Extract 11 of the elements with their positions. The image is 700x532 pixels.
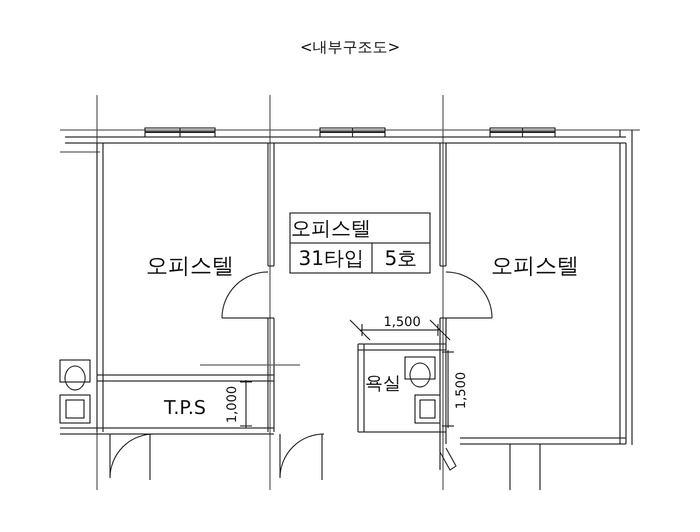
room-label: 욕실 xyxy=(365,375,401,393)
room-label: 오피스텔 xyxy=(146,256,234,278)
dimension-label: 1,500 xyxy=(384,316,421,328)
table-cell: 31타입 xyxy=(298,248,364,268)
room-label: 오피스텔 xyxy=(491,256,579,278)
table-header: 오피스텔 xyxy=(291,218,371,238)
room-label: T.P.S xyxy=(164,398,206,418)
dimension-label: 1,500 xyxy=(454,371,468,409)
diagram-title: <내부구조도> xyxy=(300,40,400,54)
dimension-label: 1,000 xyxy=(226,385,239,423)
table-cell: 5호 xyxy=(384,248,418,268)
